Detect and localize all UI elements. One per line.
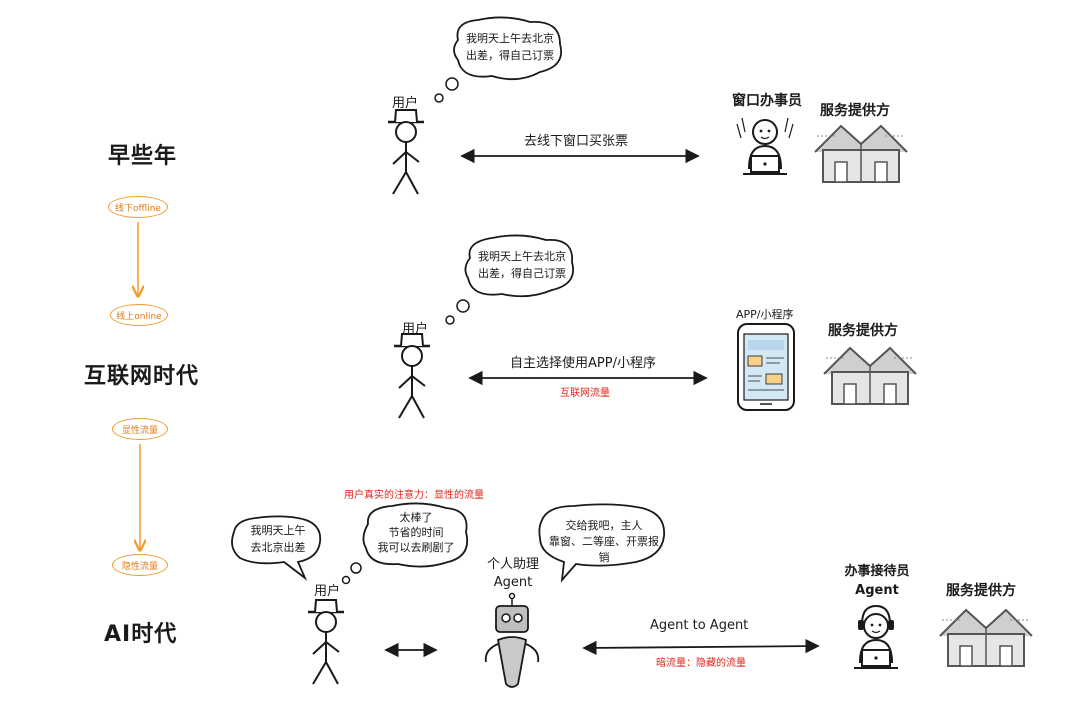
row1-user-label: 用户: [392, 96, 419, 111]
robot-agent-icon: [484, 592, 540, 688]
row3-speech-left-line2: 去北京出差: [250, 541, 306, 554]
timeline-node-visible-traffic: 显性流量: [112, 418, 168, 440]
row3-speech-bubble-right: [538, 503, 665, 583]
row3-user-figure: [306, 598, 346, 686]
row1-thought-line2: 出差，得自己订票: [466, 49, 554, 62]
row3-house-icon: [939, 609, 1033, 667]
timeline-node-offline: 线下offline: [108, 196, 168, 218]
row1-thought-line1: 我明天上午去北京: [466, 32, 554, 45]
row3-a2a-label: Agent to Agent: [650, 618, 749, 633]
row3-speech-right-line1: 交给我吧，主人: [565, 519, 643, 532]
row2-thought-line1: 我明天上午去北京: [478, 250, 566, 263]
era-label-early: 早些年: [108, 144, 178, 169]
row3-a2a-arrow: [582, 638, 820, 656]
timeline-node-online: 线上online: [110, 304, 168, 326]
row2-provider-label: 服务提供方: [828, 323, 898, 339]
row3-thought-mid-line1: 太棒了: [399, 511, 433, 524]
receptionist-agent-figure: [853, 604, 899, 669]
row3-dark-traffic-note: 暗流量：隐藏的流量: [656, 658, 746, 669]
row2-thought-text: 我明天上午去北京 出差，得自己订票: [472, 248, 572, 282]
row1-clerk-figure: [742, 119, 788, 175]
row3-thought-mid-line3: 我可以去刷剧了: [377, 541, 455, 554]
era-label-ai: AI时代: [104, 622, 178, 647]
row1-provider-label: 服务提供方: [820, 103, 890, 119]
row2-app-label: APP/小程序: [736, 308, 794, 321]
row3-thought-bubble-mid: [341, 502, 469, 585]
row3-attention-note: 用户真实的注意力：显性的流量: [344, 490, 484, 501]
row3-assistant-label: 个人助理 Agent: [478, 556, 548, 592]
row2-thought-line2: 出差，得自己订票: [478, 267, 566, 280]
row3-assistant-line2: Agent: [493, 575, 533, 590]
row3-user-label: 用户: [314, 584, 341, 599]
row2-thought-bubble: [445, 234, 574, 325]
row3-thought-mid-line2: 节省的时间: [388, 526, 444, 539]
stress-lines-icon: [736, 117, 794, 139]
row1-arrow-label: 去线下窗口买张票: [524, 134, 629, 149]
row2-user-figure: [392, 332, 432, 420]
row3-receptionist-line2: Agent: [855, 583, 899, 598]
timeline-node-hidden-traffic: 隐性流量: [112, 554, 168, 576]
phone-app-icon: [737, 323, 795, 411]
row3-speech-left-line1: 我明天上午: [250, 524, 306, 537]
row1-clerk-label: 窗口办事员: [732, 93, 802, 109]
row1-thought-text: 我明天上午去北京 出差，得自己订票: [460, 30, 560, 64]
row1-thought-bubble: [434, 16, 562, 103]
row3-receptionist-line1: 办事接待员: [844, 564, 910, 579]
row2-user-label: 用户: [402, 322, 429, 337]
era-label-internet: 互联网时代: [84, 364, 200, 389]
row3-speech-right-line2: 靠窗、二等座、开票报销: [549, 535, 659, 564]
row3-receptionist-label: 办事接待员 Agent: [842, 562, 912, 600]
row1-user-figure: [386, 108, 426, 196]
row3-provider-label: 服务提供方: [946, 583, 1016, 599]
row3-assistant-line1: 个人助理: [486, 557, 539, 572]
row2-house-icon: [823, 347, 917, 405]
row3-speech-bubble-left: [231, 515, 322, 581]
row2-arrow-label: 自主选择使用APP/小程序: [510, 356, 656, 371]
row3-speech-right-text: 交给我吧，主人 靠窗、二等座、开票报销: [544, 518, 664, 566]
row3-speech-left-text: 我明天上午 去北京出差: [238, 522, 318, 556]
row1-house-icon: [814, 125, 908, 183]
row2-internet-traffic-note: 互联网流量: [560, 388, 610, 399]
row3-thought-mid-text: 太棒了 节省的时间 我可以去刷剧了: [366, 510, 466, 555]
